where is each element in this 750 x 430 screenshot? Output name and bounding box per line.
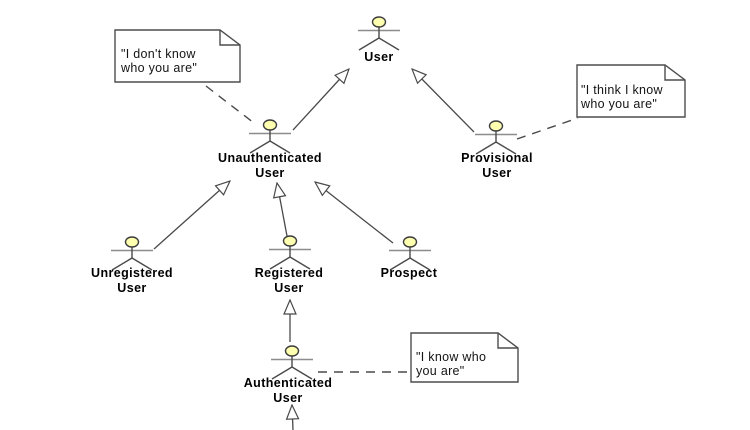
note-text-line: "I don't know <box>121 47 196 61</box>
actor-figure-unauthenticated-user <box>249 119 291 154</box>
note-connectors <box>205 85 579 373</box>
actor-label-line: User <box>117 281 147 295</box>
note-text-authenticated: "I know who you are" <box>416 350 486 378</box>
note-shapes <box>114 29 686 383</box>
actor-figure-provisional-user <box>475 120 517 155</box>
connector-note-to-unauthenticated <box>205 85 255 124</box>
actor-label-line: Unregistered <box>91 266 173 280</box>
actor-label-unauthenticated-user: Unauthenticated User <box>218 151 322 181</box>
note-fold-icon <box>497 333 518 349</box>
actor-figure-prospect <box>389 236 431 271</box>
note-text-unauthenticated: "I don't know who you are" <box>121 47 197 75</box>
generalization-edges <box>153 69 475 430</box>
actor-right-leg <box>291 366 313 380</box>
actor-label-provisional-user: Provisional User <box>461 151 533 181</box>
edge-unregistered-to-unauthenticated <box>153 181 230 250</box>
actor-head <box>488 120 504 132</box>
actor-figure-user <box>358 16 400 51</box>
actor-left-leg <box>269 256 291 270</box>
note-shape-authenticated <box>410 332 519 383</box>
edge-unauthenticated-to-user <box>292 69 349 131</box>
actor-label-line: Unauthenticated <box>218 151 322 165</box>
actor-label-authenticated-user: Authenticated User <box>244 376 333 406</box>
note-shape-unauthenticated <box>114 29 241 83</box>
actor-label-registered-user: Registered User <box>255 266 324 296</box>
actor-head <box>371 16 387 28</box>
actor-right-leg <box>378 37 400 51</box>
actor-right-leg <box>131 257 153 271</box>
actor-label-line: User <box>255 166 285 180</box>
actor-label-line: Provisional <box>461 151 533 165</box>
connector-note-to-provisional <box>516 117 579 140</box>
actor-label-prospect: Prospect <box>381 266 438 281</box>
edge-offscreen-to-authenticated <box>292 405 293 430</box>
actor-head <box>124 236 140 248</box>
note-text-line: you are" <box>416 364 465 378</box>
actor-head <box>262 119 278 131</box>
actor-label-line: Authenticated <box>243 376 333 390</box>
actor-left-leg <box>249 140 271 154</box>
edge-prospect-to-unauthenticated <box>315 182 394 244</box>
actor-left-leg <box>271 366 293 380</box>
actor-label-unregistered-user: Unregistered User <box>91 266 173 296</box>
actor-figures <box>111 16 517 380</box>
note-text-line: "I know who <box>416 350 487 364</box>
actor-label-line: User <box>482 166 512 180</box>
note-fold-icon <box>664 65 685 81</box>
actor-label-user: User <box>364 50 393 65</box>
edge-provisional-to-user <box>412 69 475 133</box>
actor-label-line: User <box>274 281 304 295</box>
actor-figure-unregistered-user <box>111 236 153 271</box>
note-shape-provisional <box>576 64 686 118</box>
actor-head <box>282 235 298 247</box>
actor-right-leg <box>495 141 517 155</box>
actor-head <box>284 345 300 357</box>
note-text-provisional: "I think I know who you are" <box>581 83 663 111</box>
actor-right-leg <box>409 257 431 271</box>
actor-right-leg <box>269 140 291 154</box>
actor-right-leg <box>289 256 311 270</box>
actor-figure-registered-user <box>269 235 311 270</box>
actor-label-line: User <box>273 391 303 405</box>
actor-label-line: Prospect <box>380 266 438 280</box>
actor-head <box>402 236 418 248</box>
actor-label-line: User <box>364 50 394 64</box>
actor-left-leg <box>358 37 380 51</box>
edge-registered-to-unauthenticated <box>277 183 288 237</box>
actor-figure-authenticated-user <box>271 345 313 380</box>
note-text-line: "I think I know <box>581 83 663 97</box>
actor-left-leg <box>389 257 411 271</box>
actor-label-line: Registered <box>254 266 324 280</box>
note-text-line: who you are" <box>581 97 658 111</box>
actor-left-leg <box>111 257 133 271</box>
note-text-line: who you are" <box>121 61 198 75</box>
actor-left-leg <box>475 141 497 155</box>
note-fold-icon <box>219 30 240 46</box>
